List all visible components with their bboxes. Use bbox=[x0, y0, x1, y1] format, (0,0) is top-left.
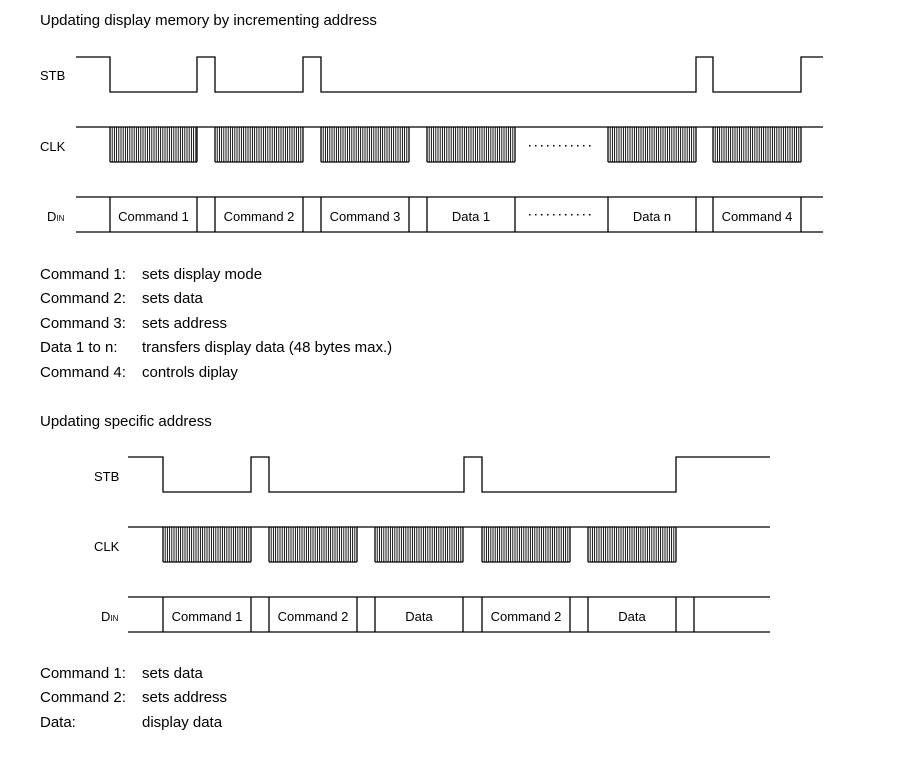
dot bbox=[559, 214, 561, 216]
legend-term: Command 1: bbox=[40, 266, 126, 283]
clock-burst bbox=[162, 527, 252, 563]
din-main: D bbox=[47, 209, 57, 224]
dot bbox=[541, 214, 543, 216]
din-field-label: Data bbox=[618, 609, 646, 624]
legend-term: Data 1 to n: bbox=[40, 339, 118, 357]
section2-stb-label: STB bbox=[94, 469, 120, 484]
clock-burst bbox=[712, 127, 802, 163]
clock-burst bbox=[214, 127, 304, 163]
dot bbox=[577, 214, 579, 216]
dot bbox=[553, 214, 555, 216]
clock-burst bbox=[374, 527, 464, 563]
section2-timing: Command 1 Command 2 Data Command 2 Data bbox=[128, 456, 770, 633]
dot bbox=[553, 145, 555, 147]
legend-description: sets data bbox=[142, 665, 203, 682]
clock-burst bbox=[607, 127, 697, 163]
dot bbox=[535, 214, 537, 216]
section1-clk-label: CLK bbox=[40, 139, 66, 154]
dot bbox=[565, 145, 567, 147]
din-field-label: Command 2 bbox=[278, 609, 349, 624]
dot bbox=[571, 145, 573, 147]
din-sub: IN bbox=[56, 214, 65, 223]
legend-description: transfers display data (48 bytes max.) bbox=[142, 339, 393, 357]
legend-term: Command 4: bbox=[40, 363, 126, 381]
ellipsis-dots bbox=[529, 214, 591, 216]
dot bbox=[583, 214, 585, 216]
section1-title: Updating display memory by incrementing … bbox=[40, 12, 377, 29]
legend-term: Command 1: bbox=[40, 665, 126, 682]
dot bbox=[541, 145, 543, 147]
clock-burst bbox=[320, 127, 410, 163]
legend-description: sets address bbox=[142, 689, 228, 707]
din-field-label: Command 3 bbox=[330, 209, 401, 224]
clock-burst bbox=[109, 127, 198, 163]
legend-term: Data: bbox=[40, 713, 76, 731]
clock-burst bbox=[268, 527, 358, 563]
section2-title: Updating specific address bbox=[40, 413, 212, 430]
section1-stb-label: STB bbox=[40, 68, 66, 83]
din-field-label: Command 4 bbox=[722, 209, 793, 224]
section2-din-label: DIN bbox=[101, 609, 118, 626]
din-field-label: Data bbox=[405, 609, 433, 624]
din-field-label: Data n bbox=[633, 209, 671, 224]
legend-description: display data bbox=[142, 713, 223, 731]
dot bbox=[529, 214, 531, 216]
section1-timing: Command 1 Command 2 Command 3 Data 1 Data n C… bbox=[76, 56, 823, 233]
din-main: D bbox=[101, 609, 111, 624]
din-field-label: Command 2 bbox=[224, 209, 295, 224]
din-field-label: Command 1 bbox=[118, 209, 189, 224]
legend-description: sets address bbox=[142, 314, 228, 332]
ellipsis-dots bbox=[529, 145, 591, 147]
dot bbox=[547, 214, 549, 216]
din-sub: IN bbox=[110, 614, 119, 623]
dot bbox=[529, 145, 531, 147]
clock-burst bbox=[587, 527, 677, 563]
dot bbox=[565, 214, 567, 216]
dot bbox=[577, 145, 579, 147]
section2-clk-label: CLK bbox=[94, 539, 120, 554]
legend-term: Command 2: bbox=[40, 290, 126, 308]
section1-din-label: DIN bbox=[47, 209, 64, 226]
clock-burst bbox=[426, 127, 516, 163]
dot bbox=[571, 214, 573, 216]
dot bbox=[589, 145, 591, 147]
clock-burst bbox=[481, 527, 571, 563]
din-field-label: Command 2 bbox=[491, 609, 562, 624]
legend-term: Command 2: bbox=[40, 689, 126, 707]
legend-term: Command 3: bbox=[40, 314, 126, 332]
dot bbox=[535, 145, 537, 147]
dot bbox=[547, 145, 549, 147]
legend-description: sets data bbox=[142, 290, 203, 308]
din-field-label: Command 1 bbox=[172, 609, 243, 624]
din-field-label: Data 1 bbox=[452, 209, 490, 224]
dot bbox=[589, 214, 591, 216]
legend-description: controls diplay bbox=[142, 363, 238, 381]
legend-description: sets display mode bbox=[142, 266, 263, 283]
stb-waveform bbox=[128, 456, 770, 493]
dot bbox=[583, 145, 585, 147]
dot bbox=[559, 145, 561, 147]
stb-waveform bbox=[76, 56, 823, 93]
